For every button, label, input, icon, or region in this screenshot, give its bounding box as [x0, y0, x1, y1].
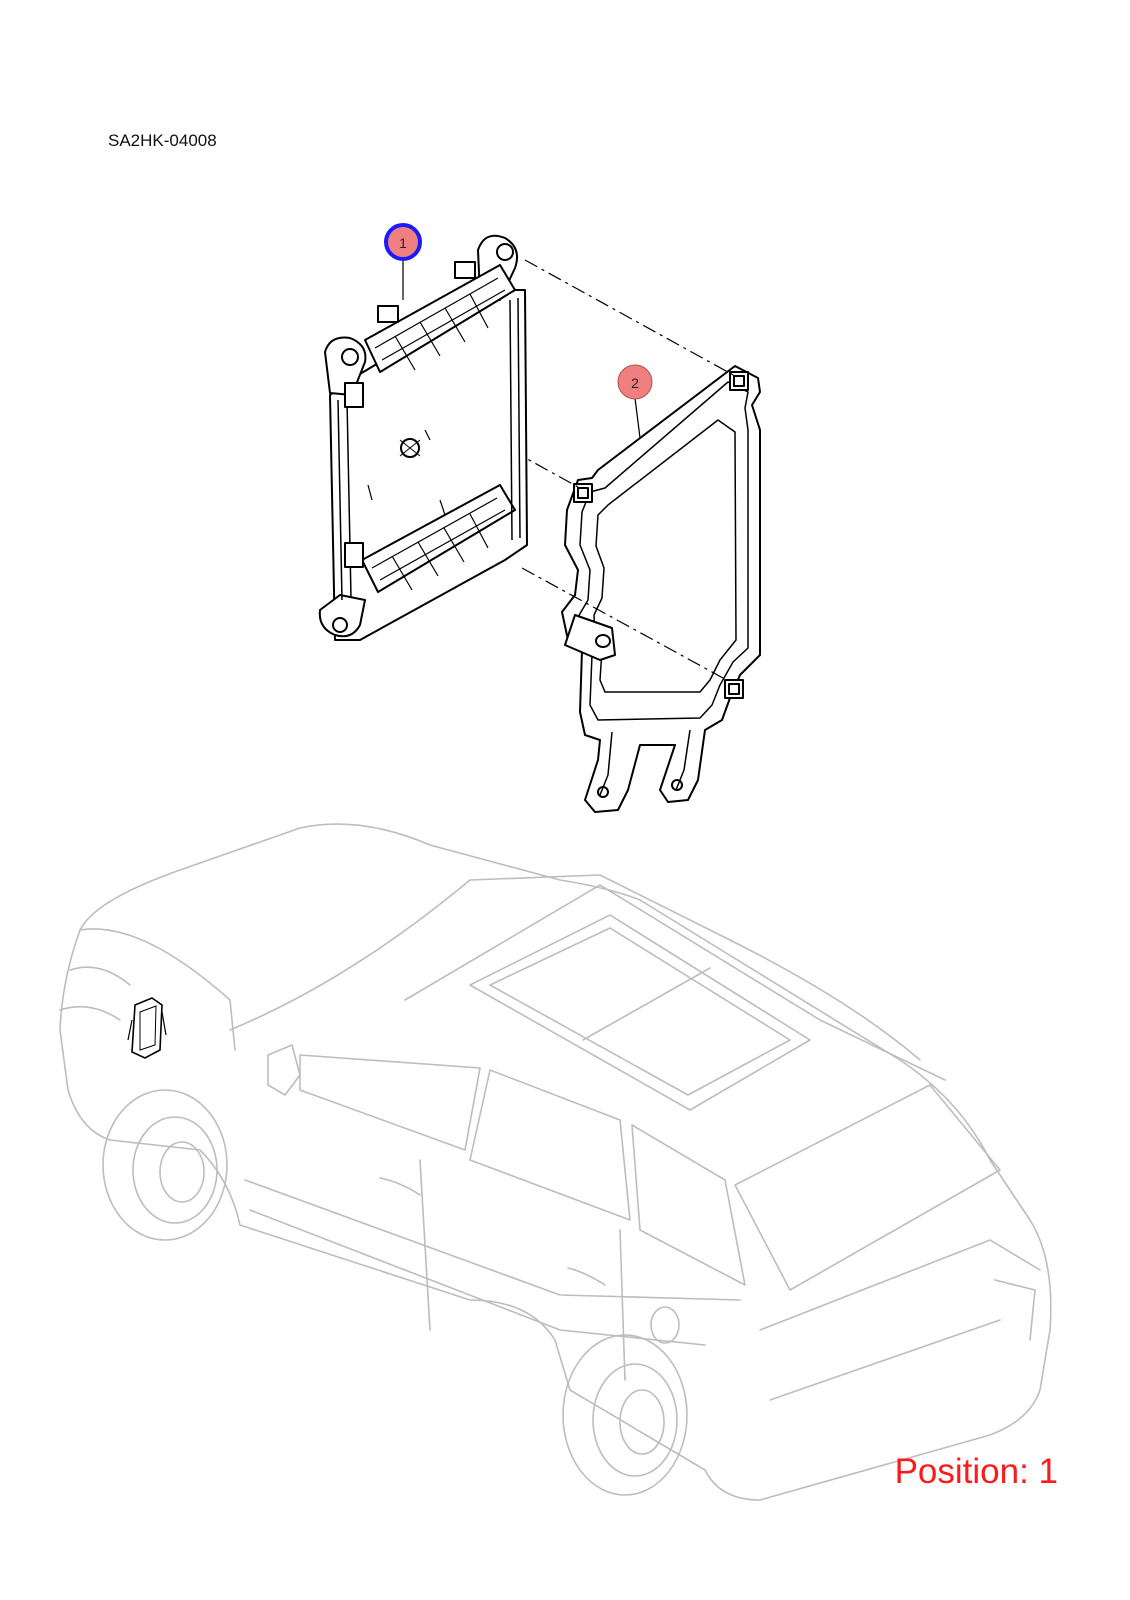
callout-1-marker — [384, 223, 422, 261]
callout-2-leader — [634, 397, 641, 439]
callout-2-number: 2 — [631, 375, 639, 391]
control-module[interactable] — [318, 234, 528, 641]
callout-2-marker — [617, 364, 653, 400]
diagram-reference-code: SA2HK-04008 — [108, 131, 217, 150]
callout-1-number: 1 — [399, 235, 407, 251]
mounting-bracket[interactable] — [561, 365, 761, 813]
callout-1[interactable]: 1 — [384, 223, 422, 261]
callout-2[interactable]: 2 — [617, 364, 653, 400]
vehicle-locator-view — [59, 823, 1052, 1501]
vehicle-part-location-marker — [127, 997, 167, 1059]
selected-position-label: Position: 1 — [894, 1452, 1058, 1491]
